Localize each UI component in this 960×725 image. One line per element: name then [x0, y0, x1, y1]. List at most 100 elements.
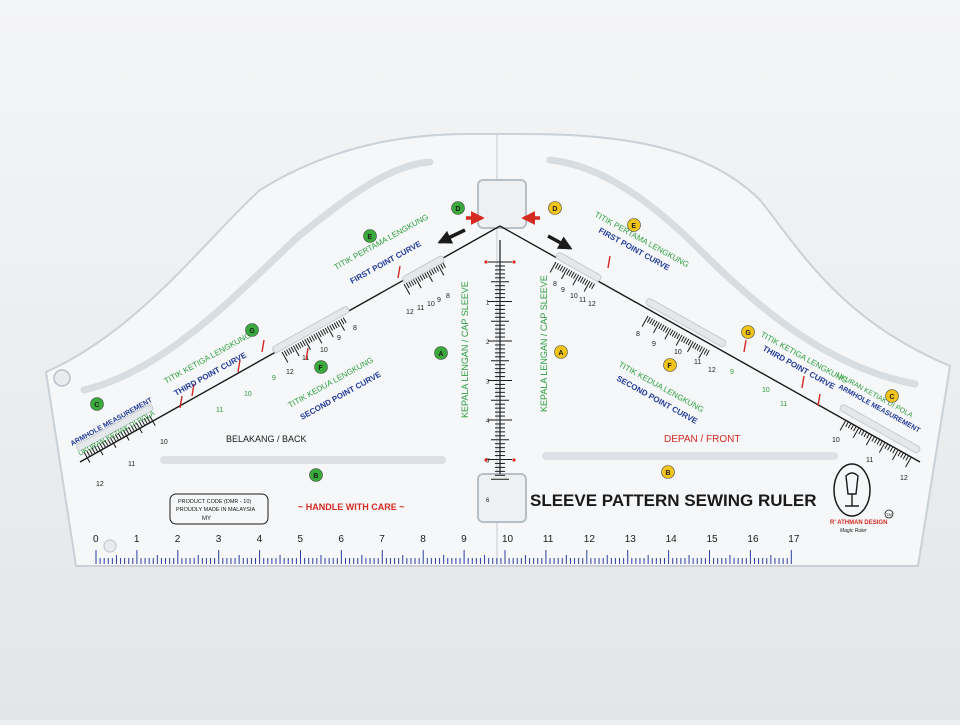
right-first-scale-tick	[557, 264, 561, 271]
right-armhole-scale-label: 11	[866, 457, 873, 464]
scale-slide-bar	[645, 298, 727, 348]
right-first-scale-tick	[579, 277, 584, 283]
left-armhole-scale-tick	[107, 438, 111, 445]
bottom-scale-label: 0	[93, 534, 99, 545]
left-armhole-scale	[83, 415, 156, 463]
left-first-scale-tick	[417, 276, 421, 282]
badge-b-right	[661, 465, 675, 479]
left-armhole-scale-label: 12	[96, 481, 104, 488]
right-third-scale-tick	[651, 319, 656, 326]
left-armhole-scale-tick	[94, 445, 98, 452]
left-first-scale-tick	[403, 283, 411, 295]
right-armhole-scale-tick	[884, 443, 889, 449]
left-first-scale-tick	[419, 274, 424, 281]
right-first-scale-label: 12	[588, 301, 596, 308]
right-first-scale-tick	[561, 266, 566, 273]
badge-d-right-letter: D	[552, 206, 557, 213]
right-third-scale-tick	[653, 322, 660, 334]
right-third-scale-tick	[660, 324, 665, 331]
right-third-scale-label: 8	[636, 331, 640, 338]
right-third-scale-tick	[662, 325, 667, 332]
right-armhole-scale-tick	[850, 424, 855, 430]
right-third-scale-tick	[671, 331, 676, 337]
vertical-scale-label: 5	[486, 459, 490, 465]
right-third-scale-tick	[649, 318, 653, 325]
badge-e-right	[627, 218, 641, 232]
red-notch-mark	[191, 383, 195, 397]
bottom-scale-label: 16	[747, 534, 759, 545]
left-armhole-scale-tick	[130, 425, 135, 432]
right-third-scale-label: 9	[652, 341, 656, 348]
left-armhole-scale-label: 10	[160, 439, 168, 446]
trademark: TM	[886, 512, 892, 517]
ruler-title: SLEEVE PATTERN SEWING RULER	[530, 491, 817, 510]
right-armhole-scale-tick	[892, 447, 897, 454]
right-third-scale-tick	[705, 350, 710, 356]
right-first-scale-tick	[573, 273, 577, 279]
bottom-scale-label: 13	[625, 534, 637, 545]
left-mid-mark-label: 10	[244, 391, 252, 398]
left-third-scale-tick	[290, 346, 295, 353]
made-in: PROUDLY MADE IN MALAYSIA	[176, 507, 255, 513]
red-dot-marker	[484, 458, 488, 462]
left-first-scale-tick	[408, 281, 412, 287]
right-armhole-scale-tick	[892, 449, 899, 461]
scale-slide-bar	[272, 306, 350, 354]
vertical-scale-label: 1	[486, 301, 490, 307]
scale-slide-bar	[839, 404, 921, 454]
left-third-scale-label: 10	[320, 347, 328, 354]
bottom-scale-label: 14	[666, 534, 678, 545]
badge-b-left	[309, 468, 323, 482]
dress-form-glyph	[845, 472, 859, 507]
left-armhole-scale-tick	[101, 441, 106, 448]
left-armhole-scale-tick	[114, 434, 119, 440]
scale-slide-bar	[555, 252, 602, 282]
right-third-scale-tick	[646, 317, 651, 323]
right-third-scale-tick	[699, 346, 703, 353]
badge-a-left	[434, 346, 448, 360]
red-dot-marker	[512, 458, 516, 462]
right-third-scale-label: 11	[694, 359, 701, 366]
right-first-scale-label: 8	[553, 281, 557, 288]
right-armhole-scale-tick	[866, 432, 870, 439]
right-third-scale-tick	[669, 329, 674, 336]
badge-b-left-letter: B	[313, 473, 318, 480]
bottom-scale-label: 3	[216, 534, 222, 545]
left-third-scale-tick	[306, 337, 311, 344]
right-armhole-scale-tick	[874, 437, 878, 444]
badge-a-right	[554, 345, 568, 359]
left-first-scale-tick	[439, 263, 444, 270]
right-third-scale-tick	[687, 341, 694, 353]
vertical-scale-label: 4	[486, 419, 490, 425]
right-third-scale-tick	[696, 345, 701, 351]
left-third-scale-label: 8	[353, 325, 357, 332]
left-armhole-scale-tick	[88, 448, 93, 455]
left-first-scale-tick	[423, 272, 428, 279]
right-armhole-scale-tick	[865, 434, 873, 446]
right-first-scale-tick	[583, 280, 591, 292]
red-notch-mark	[305, 347, 309, 361]
right-armhole-scale-tick	[847, 422, 852, 429]
badge-g-left-letter: G	[249, 328, 255, 335]
right-armhole-scale-tick	[897, 450, 902, 457]
left-armhole-scale-tick	[117, 432, 122, 439]
red-notch-mark	[801, 375, 805, 389]
left-third-scale-tick	[324, 327, 329, 334]
badge-g-left	[245, 323, 259, 337]
left-armhole-scale-tick	[148, 415, 156, 427]
left-first-scale-tick	[421, 273, 426, 280]
badge-d-right	[548, 201, 562, 215]
right-armhole-scale-tick	[889, 446, 894, 452]
right-first-scale-tick	[584, 279, 589, 286]
bottom-scale-label: 6	[338, 534, 344, 545]
right-armhole-scale-tick	[839, 419, 847, 431]
left-first-scale-label: 8	[446, 293, 450, 300]
left-armhole-scale-tick	[143, 417, 148, 424]
right-third-scale-tick	[653, 320, 658, 327]
left-armhole-scale-tick	[125, 428, 130, 434]
right-curve-slot	[546, 156, 919, 388]
right-armhole-scale-tick	[905, 454, 910, 461]
right-first-scale-tick	[588, 282, 593, 288]
bottom-slider-clip	[477, 473, 527, 523]
